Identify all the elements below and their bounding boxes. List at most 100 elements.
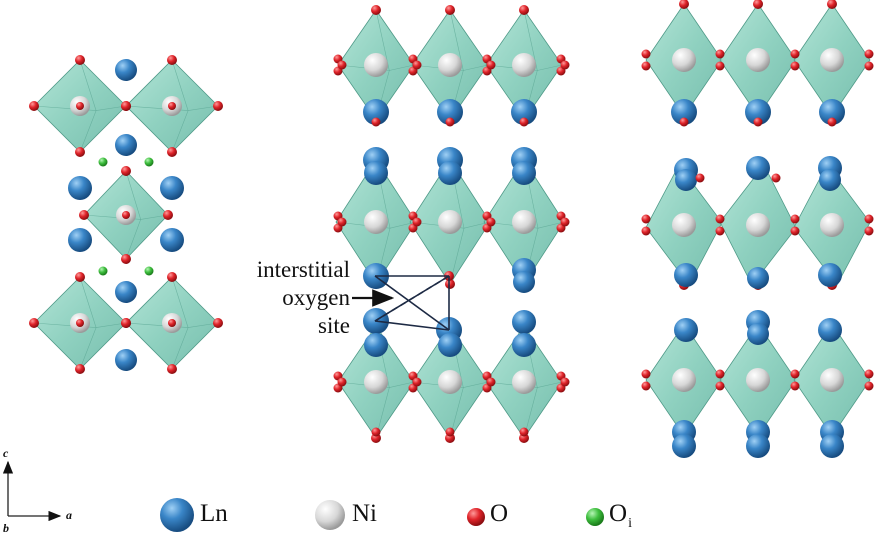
o-atom (167, 364, 177, 374)
o-atom (412, 60, 422, 70)
ln-atom (437, 99, 463, 125)
ln-atom (115, 59, 137, 81)
oi-atom (144, 157, 154, 167)
o-atom (715, 381, 725, 391)
ln-atom (511, 99, 537, 125)
legend-oi-sphere (586, 508, 604, 526)
ln-atom (820, 434, 844, 458)
nio6-octahedron-edge (83, 214, 169, 220)
o-atom (167, 272, 177, 282)
ni-atom (512, 210, 536, 234)
interstitial-site-bonds (374, 275, 450, 331)
o-atom (560, 60, 570, 70)
ln-atom (674, 318, 698, 342)
panel-distorted-structure (641, 0, 874, 458)
o-atom (486, 60, 496, 70)
o-atom (121, 318, 131, 328)
ln-atom (68, 176, 92, 200)
ni-atom (672, 48, 696, 72)
panel-interstitial-structure (333, 5, 570, 443)
annotation-line-3: site (318, 313, 350, 338)
o-atom (864, 226, 874, 236)
ni-atom (364, 53, 388, 77)
o-atom (715, 226, 725, 236)
o-atom (641, 226, 651, 236)
o-atom (167, 147, 177, 157)
o-atom (121, 166, 131, 176)
o-atom (864, 61, 874, 71)
o-atom (641, 61, 651, 71)
o-atom (790, 381, 800, 391)
o-atom (121, 101, 131, 111)
o-atom (560, 217, 570, 227)
legend-o-label: O (490, 500, 509, 527)
o-atom (560, 377, 570, 387)
o-atom (790, 369, 800, 379)
nio6-octahedron-edge (335, 221, 417, 229)
ni-atom (438, 53, 462, 77)
ln-atom (672, 434, 696, 458)
ln-atom (671, 99, 697, 125)
axis-indicator (2, 460, 62, 522)
nio6-octahedron-edge (409, 221, 491, 229)
o-atom (168, 102, 176, 110)
o-atom (163, 210, 173, 220)
ln-atom (438, 333, 462, 357)
o-atom (75, 55, 85, 65)
ln-atom (818, 318, 842, 342)
annotation-label: interstitial oxygen site (222, 256, 350, 340)
o-atom (213, 101, 223, 111)
legend-ni-label: Ni (352, 500, 377, 527)
ln-atom (115, 134, 137, 156)
ln-atom (513, 271, 535, 293)
legend-oi-subscript: i (628, 516, 632, 531)
ni-atom (364, 370, 388, 394)
nio6-octahedron-edge (411, 64, 489, 71)
o-atom (371, 5, 381, 15)
nio6-octahedron-edge (485, 381, 563, 388)
legend-oi-label: Oi (609, 500, 632, 531)
o-atom (753, 117, 763, 127)
o-atom (790, 214, 800, 224)
o-atom (715, 49, 725, 59)
ln-atom (746, 156, 770, 180)
o-atom (486, 217, 496, 227)
o-atom (641, 214, 651, 224)
o-atom (864, 381, 874, 391)
o-atom (641, 369, 651, 379)
ln-atom (512, 333, 536, 357)
nio6-octahedron-edge (411, 381, 489, 388)
o-atom (445, 279, 455, 289)
axis-a-label: a (66, 508, 72, 522)
o-atom (213, 318, 223, 328)
o-atom (790, 226, 800, 236)
o-atom (76, 319, 84, 327)
o-atom (519, 5, 529, 15)
nio6-octahedron-edge (33, 322, 127, 328)
o-atom (715, 214, 725, 224)
o-atom (695, 173, 705, 183)
ln-atom (115, 349, 137, 371)
ln-atom (68, 228, 92, 252)
panel-undistorted-structure (29, 55, 223, 374)
o-atom (864, 214, 874, 224)
o-atom (445, 5, 455, 15)
o-atom (864, 369, 874, 379)
o-atom (827, 117, 837, 127)
o-atom (122, 211, 130, 219)
oi-atom (98, 157, 108, 167)
ln-atom (160, 228, 184, 252)
ni-atom (746, 213, 770, 237)
axis-b-label: b (3, 521, 9, 535)
annotation-line-2: oxygen (282, 285, 350, 310)
legend-oi-base: O (609, 500, 628, 527)
ln-atom (438, 161, 462, 185)
ni-atom (820, 48, 844, 72)
ln-atom (363, 99, 389, 125)
ln-atom (674, 263, 698, 287)
nio6-octahedron-edge (483, 221, 565, 229)
ln-atom (364, 161, 388, 185)
ni-atom (672, 213, 696, 237)
o-atom (864, 49, 874, 59)
